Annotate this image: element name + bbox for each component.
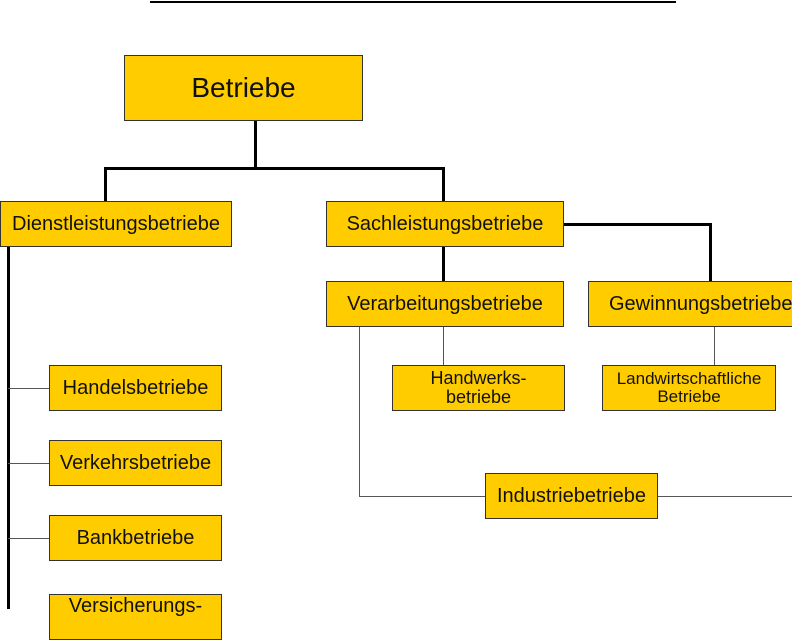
node-landwirtschaftliche-betriebe: Landwirtschaftliche Betriebe bbox=[602, 365, 776, 411]
connector bbox=[7, 247, 10, 609]
node-bankbetriebe: Bankbetriebe bbox=[49, 515, 222, 561]
connector bbox=[8, 388, 49, 389]
connector bbox=[254, 121, 257, 169]
node-verkehrsbetriebe: Verkehrsbetriebe bbox=[49, 440, 222, 486]
node-versicherungsbetriebe: Versicherungs- bbox=[49, 594, 222, 640]
node-verarbeitungsbetriebe: Verarbeitungsbetriebe bbox=[326, 281, 564, 327]
connector bbox=[442, 247, 445, 281]
node-betriebe: Betriebe bbox=[124, 55, 363, 121]
connector bbox=[104, 167, 445, 170]
node-sachleistungsbetriebe: Sachleistungsbetriebe bbox=[326, 201, 564, 247]
connector bbox=[709, 223, 712, 281]
connector bbox=[442, 167, 445, 201]
connector bbox=[658, 496, 792, 497]
connector bbox=[8, 463, 49, 464]
title-underline bbox=[150, 1, 676, 3]
connector bbox=[8, 538, 49, 539]
node-industriebetriebe: Industriebetriebe bbox=[485, 473, 658, 519]
connector bbox=[359, 327, 360, 497]
node-handwerksbetriebe: Handwerks- betriebe bbox=[392, 365, 565, 411]
node-gewinnungsbetriebe: Gewinnungsbetriebe bbox=[588, 281, 792, 327]
connector bbox=[359, 496, 485, 497]
connector bbox=[714, 327, 715, 365]
connector bbox=[104, 167, 107, 201]
connector bbox=[564, 223, 712, 226]
node-dienstleistungsbetriebe: Dienstleistungsbetriebe bbox=[0, 201, 232, 247]
connector bbox=[443, 327, 444, 365]
node-handelsbetriebe: Handelsbetriebe bbox=[49, 365, 222, 411]
